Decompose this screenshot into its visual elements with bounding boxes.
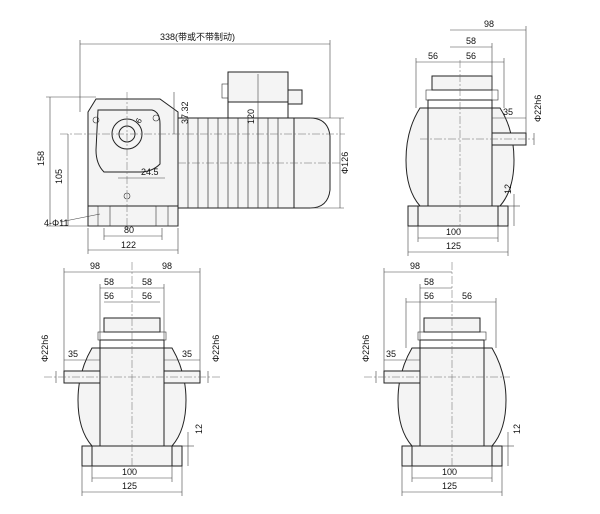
dim-base-inner-side: 100 bbox=[446, 227, 461, 237]
dim-w58-left: 58 bbox=[104, 277, 114, 287]
dim-motor-height: 120 bbox=[246, 109, 256, 124]
dim-motor-dia: Φ126 bbox=[340, 152, 350, 174]
left-shaft-view: 98 58 56 56 35 Φ22h6 12 100 125 bbox=[361, 261, 522, 496]
terminal-box-lip bbox=[221, 83, 229, 99]
dim-foot-height: 12 bbox=[194, 424, 204, 434]
dim-base-outer: 125 bbox=[442, 481, 457, 491]
dim-base-inner: 100 bbox=[442, 467, 457, 477]
gearbox-housing bbox=[87, 98, 179, 207]
base-foot bbox=[87, 205, 179, 227]
dim-mount-holes: 4-Φ11 bbox=[44, 218, 69, 228]
dim-shaft-len: 35 bbox=[503, 107, 513, 117]
dim-w58: 58 bbox=[466, 36, 476, 46]
dim-w98: 98 bbox=[484, 19, 494, 29]
side-base-foot bbox=[407, 205, 509, 227]
front-view: 338(带或不带制动) 158 105 4-Φ11 80 122 37.32 1… bbox=[36, 31, 350, 254]
dim-overall-length: 338(带或不带制动) bbox=[160, 31, 235, 42]
double-shaft-view: 98 98 58 58 56 56 35 35 Φ22h6 Φ22h6 12 1… bbox=[40, 261, 221, 496]
bolt-hole bbox=[92, 116, 100, 124]
terminal-box-top bbox=[431, 75, 493, 91]
dim-base-inner: 100 bbox=[122, 467, 137, 477]
dim-height-axis: 105 bbox=[54, 169, 64, 184]
dim-w98-right: 98 bbox=[162, 261, 172, 271]
side-view: 98 58 56 56 35 Φ22h6 12 100 125 bbox=[405, 19, 543, 256]
dim-w56b: 56 bbox=[466, 51, 476, 61]
dim-w56a: 56 bbox=[424, 291, 434, 301]
dim-shaft-len: 35 bbox=[386, 349, 396, 359]
dim-w58-right: 58 bbox=[142, 277, 152, 287]
bolt-hole bbox=[152, 114, 160, 122]
dim-w56a: 56 bbox=[428, 51, 438, 61]
dim-shaft-dia-left: Φ22h6 bbox=[40, 335, 50, 362]
dim-shaft-dia: Φ22h6 bbox=[361, 335, 371, 362]
dim-shaft-dia-right: Φ22h6 bbox=[211, 335, 221, 362]
dim-shaft-offset: 37.32 bbox=[180, 101, 190, 124]
terminal-box-base bbox=[425, 89, 499, 101]
dim-height-total: 158 bbox=[36, 151, 46, 166]
dim-w56-left: 56 bbox=[104, 291, 114, 301]
dim-base-inner: 80 bbox=[124, 225, 134, 235]
cable-gland bbox=[287, 89, 303, 105]
dim-base-outer-side: 125 bbox=[446, 241, 461, 251]
dim-foot-height: 12 bbox=[512, 424, 522, 434]
dim-shaft-len-left: 35 bbox=[68, 349, 78, 359]
dim-w98-left: 98 bbox=[90, 261, 100, 271]
dim-base-outer: 125 bbox=[122, 481, 137, 491]
dim-foot-height: 12 bbox=[503, 184, 513, 194]
dim-base-outer: 122 bbox=[121, 240, 136, 250]
dim-shaft-dia: Φ22h6 bbox=[533, 95, 543, 122]
dim-shaft-offset-b: 24.5 bbox=[141, 167, 159, 177]
dim-w98: 98 bbox=[410, 261, 420, 271]
dim-shaft-small: 6 bbox=[134, 116, 144, 125]
dim-w58: 58 bbox=[424, 277, 434, 287]
gear-cover bbox=[95, 109, 161, 173]
dim-shaft-len-right: 35 bbox=[182, 349, 192, 359]
dim-w56-right: 56 bbox=[142, 291, 152, 301]
dim-w56b: 56 bbox=[462, 291, 472, 301]
